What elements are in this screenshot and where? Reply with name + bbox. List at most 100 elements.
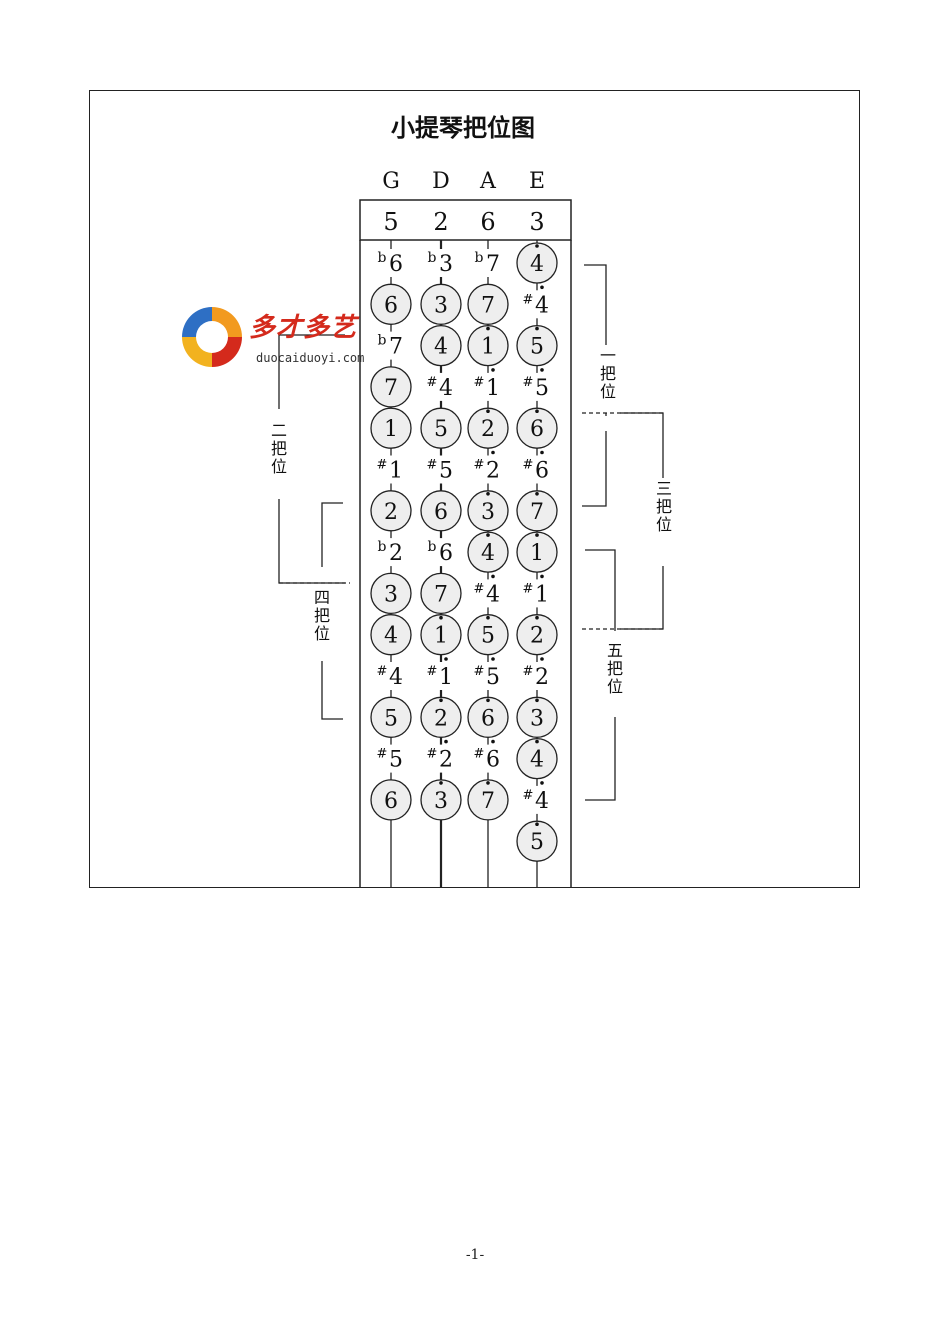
note-A-12: 6 [467, 696, 509, 738]
bracket-pos4-bottom [321, 661, 343, 720]
note-text: 3 [434, 293, 448, 318]
note-text: 7 [481, 293, 495, 318]
bracket-pos5-top [585, 549, 616, 631]
position-label-char: 把 [607, 659, 623, 678]
accidental: # [474, 375, 485, 390]
note-E-5: 6 [516, 407, 558, 449]
accidental: b [428, 539, 437, 555]
note-text: 1 [535, 582, 549, 607]
note-D-10: 1 [420, 614, 462, 656]
note-text: 7 [481, 789, 495, 814]
page-number: -1- [465, 1247, 485, 1263]
note-G-5: 1 [370, 407, 412, 449]
string-label-D: D [432, 169, 450, 194]
octave-dot-icon [486, 326, 490, 331]
note-text: 7 [530, 500, 544, 525]
open-note-3: 6 [480, 208, 495, 236]
note-text: 7 [389, 335, 403, 360]
note-text: 4 [530, 748, 544, 773]
octave-dot-icon [486, 409, 490, 414]
note-A-6: 2# [470, 450, 506, 484]
accidental: b [475, 250, 484, 266]
note-E-1: 4 [516, 242, 558, 284]
note-text: 4 [530, 252, 544, 277]
octave-dot-icon [535, 739, 539, 744]
string-label-G: G [382, 169, 400, 194]
note-text: 1 [389, 459, 403, 484]
note-text: 1 [439, 665, 453, 690]
note-text: 2 [486, 459, 500, 484]
watermark-logo: 多才多艺 duocaiduoyi.com [176, 301, 391, 376]
note-text: 3 [530, 706, 544, 731]
note-D-3: 4 [420, 324, 462, 367]
octave-dot-icon [535, 533, 539, 537]
note-A-3: 1 [467, 324, 509, 367]
note-G-7: 2 [370, 490, 412, 532]
note-text: 6 [439, 541, 453, 566]
note-D-5: 5 [420, 407, 462, 449]
note-text: 1 [486, 376, 500, 401]
note-G-2: 6 [370, 283, 412, 325]
note-text: 4 [389, 665, 403, 690]
note-text: 6 [434, 500, 448, 525]
accidental: # [523, 458, 534, 473]
bracket-pos3-bottom [620, 566, 664, 630]
note-text: 6 [530, 417, 544, 442]
octave-dot-icon [535, 492, 539, 496]
note-D-1: 3b [423, 249, 459, 277]
note-G-9: 3 [370, 572, 412, 615]
note-text: 2 [535, 665, 549, 690]
bracket-pos1-top [584, 264, 607, 351]
accidental: # [523, 581, 534, 596]
accidental: # [474, 747, 485, 762]
note-text: 5 [481, 624, 495, 649]
note-text: 2 [389, 541, 403, 566]
note-E-7: 7 [516, 490, 558, 532]
note-E-3: 5 [516, 324, 558, 367]
accidental: b [378, 539, 387, 555]
accidental: b [378, 333, 387, 349]
octave-dot-icon [491, 574, 495, 579]
chart-title: 小提琴把位图 [391, 113, 535, 142]
open-note-1: 5 [383, 208, 398, 236]
bracket-pos4-top [321, 502, 343, 567]
octave-dot-icon [444, 657, 448, 661]
note-E-12: 3 [516, 696, 558, 738]
note-G-8: 2b [373, 538, 409, 567]
position-label-char: 把 [656, 497, 672, 516]
note-text: 1 [384, 417, 398, 442]
octave-dot-icon [535, 326, 539, 331]
bracket-pos2-bottom [278, 499, 345, 584]
note-text: 7 [384, 376, 398, 401]
position-label-char: 四 [314, 588, 330, 607]
note-G-12: 5 [370, 696, 412, 738]
position-label-char: 位 [607, 677, 623, 696]
note-text: 5 [530, 830, 544, 855]
octave-dot-icon [444, 739, 448, 744]
accidental: # [427, 664, 438, 679]
note-A-11: 5# [470, 657, 506, 690]
octave-dot-icon [439, 781, 443, 785]
octave-dot-icon [491, 450, 495, 455]
note-G-11: 4# [373, 662, 409, 690]
note-E-2: 4# [519, 285, 555, 319]
accidental: # [523, 788, 534, 803]
octave-dot-icon [535, 822, 539, 826]
octave-dot-icon [540, 574, 544, 579]
accidental: # [427, 458, 438, 473]
note-D-9: 7 [420, 572, 462, 615]
note-text: 3 [481, 500, 495, 525]
note-text: 5 [439, 459, 453, 484]
note-G-1: 6b [373, 249, 409, 277]
octave-dot-icon [491, 368, 495, 372]
bracket-pos1-bottom [582, 431, 607, 507]
string-label-E: E [529, 169, 545, 194]
note-D-8: 6b [423, 538, 459, 567]
note-A-5: 2 [467, 407, 509, 449]
octave-dot-icon [439, 615, 443, 620]
position-label-char: 二 [271, 421, 287, 440]
bracket-pos2-top [278, 334, 345, 409]
watermark-name: 多才多艺 [249, 313, 358, 343]
